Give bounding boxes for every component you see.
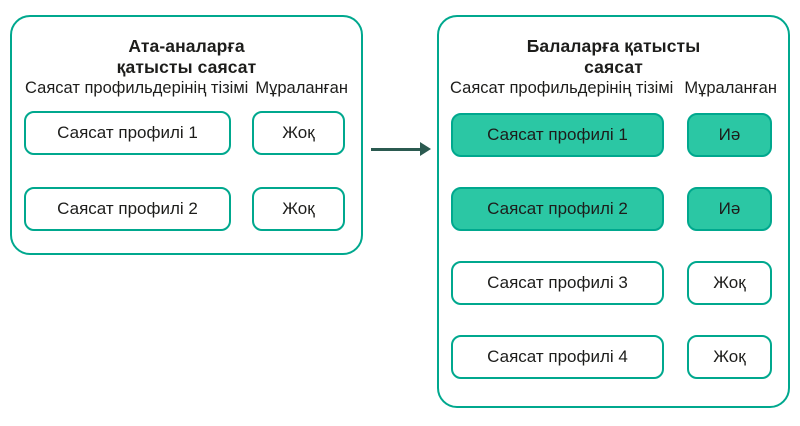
inherited-status-box: Жоқ bbox=[252, 111, 345, 155]
policy-profile-box: Саясат профилі 3 bbox=[451, 261, 664, 305]
inherited-status-box: Иә bbox=[687, 187, 772, 231]
policy-profile-row: Саясат профилі 3 Жоқ bbox=[451, 261, 772, 305]
parent-col-profiles-label: Саясат профильдерінің тізімі bbox=[25, 79, 249, 97]
child-column-headers: Саясат профильдерінің тізімі Мұраланған bbox=[439, 79, 788, 98]
parent-title-line1: Ата-аналарға bbox=[128, 36, 245, 56]
policy-profile-box: Саясат профилі 1 bbox=[24, 111, 231, 155]
parent-col-inherited-label: Мұраланған bbox=[255, 79, 348, 97]
parent-policy-panel: Ата-аналарға қатысты саясат Саясат профи… bbox=[10, 15, 363, 255]
inherited-status-box: Жоқ bbox=[252, 187, 345, 231]
parent-title-line2: қатысты саясат bbox=[116, 57, 257, 77]
child-policy-panel: Балаларға қатысты саясат Саясат профильд… bbox=[437, 15, 790, 408]
inherited-status-box: Жоқ bbox=[687, 261, 772, 305]
arrow-head-icon bbox=[420, 142, 431, 156]
child-rows: Саясат профилі 1 Иә Саясат профилі 2 Иә … bbox=[439, 113, 788, 379]
child-title-line2: саясат bbox=[584, 57, 643, 77]
policy-profile-row: Саясат профилі 1 Иә bbox=[451, 113, 772, 157]
parent-column-headers: Саясат профильдерінің тізімі Мұраланған bbox=[12, 79, 361, 98]
child-col-profiles-label: Саясат профильдерінің тізімі bbox=[450, 79, 674, 97]
child-panel-title: Балаларға қатысты саясат bbox=[439, 36, 788, 78]
policy-profile-row: Саясат профилі 4 Жоқ bbox=[451, 335, 772, 379]
policy-profile-box: Саясат профилі 2 bbox=[451, 187, 664, 231]
policy-profile-row: Саясат профилі 2 Иә bbox=[451, 187, 772, 231]
inherited-status-box: Иә bbox=[687, 113, 772, 157]
inherited-status-box: Жоқ bbox=[687, 335, 772, 379]
policy-profile-box: Саясат профилі 1 bbox=[451, 113, 664, 157]
child-title-line1: Балаларға қатысты bbox=[526, 36, 701, 56]
arrow-shaft bbox=[371, 147, 423, 151]
policy-profile-row: Саясат профилі 1 Жоқ bbox=[24, 111, 345, 155]
parent-rows: Саясат профилі 1 Жоқ Саясат профилі 2 Жо… bbox=[12, 111, 361, 231]
policy-profile-row: Саясат профилі 2 Жоқ bbox=[24, 187, 345, 231]
policy-profile-box: Саясат профилі 4 bbox=[451, 335, 664, 379]
inheritance-arrow bbox=[371, 142, 431, 156]
parent-panel-title: Ата-аналарға қатысты саясат bbox=[12, 36, 361, 78]
policy-profile-box: Саясат профилі 2 bbox=[24, 187, 231, 231]
child-col-inherited-label: Мұраланған bbox=[684, 79, 777, 97]
